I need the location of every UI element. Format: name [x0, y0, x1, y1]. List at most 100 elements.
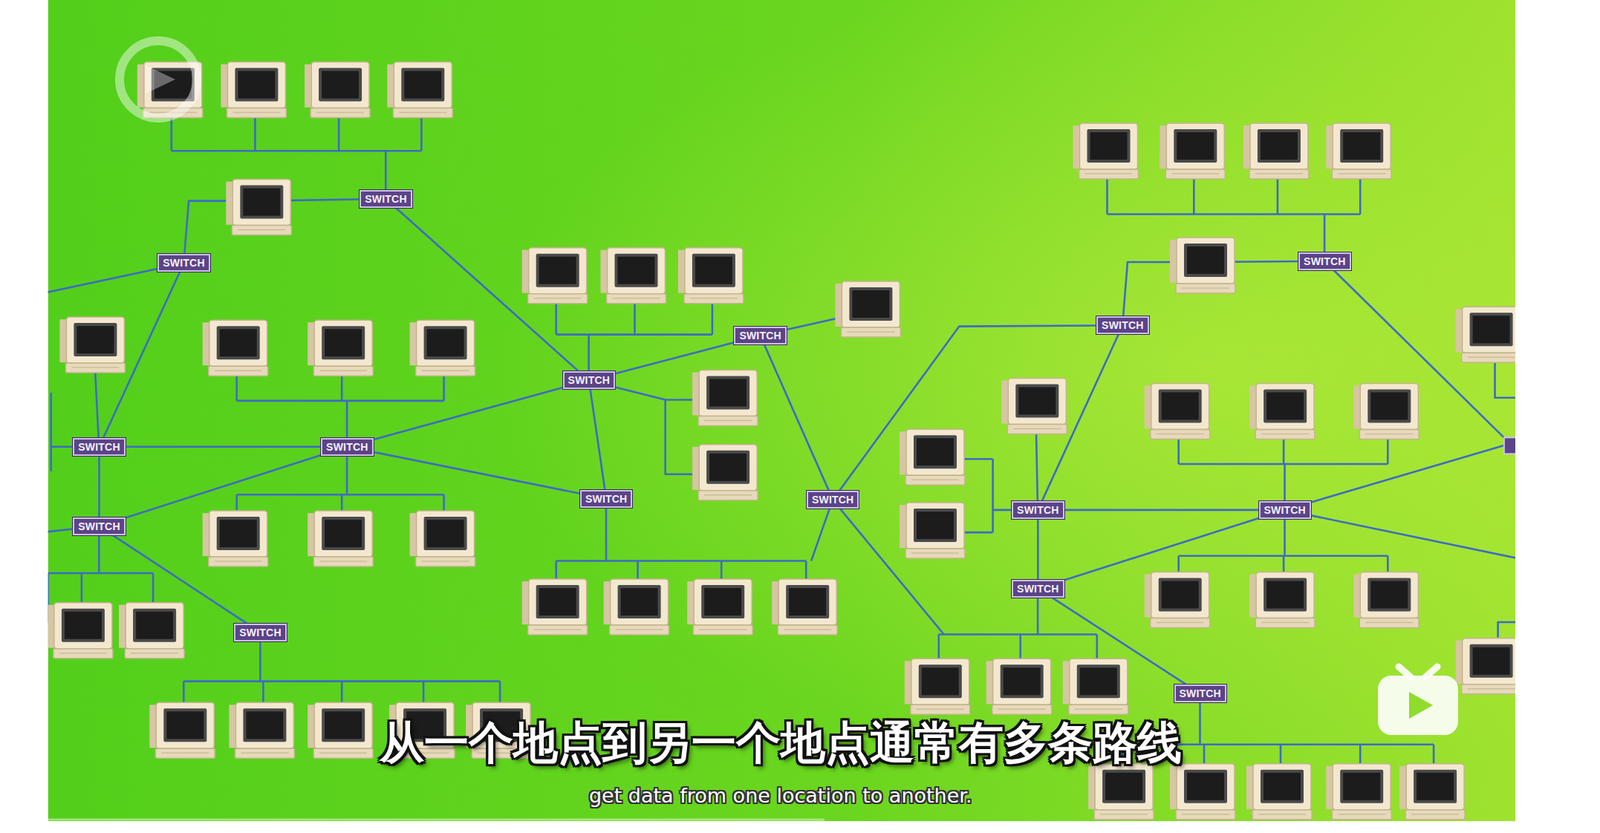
switch-link — [125, 455, 321, 519]
computer-icon — [225, 179, 292, 236]
computer-icon — [1325, 123, 1392, 180]
subtitle-text: 从一个地点到另一个地点通常有多条路线 — [379, 718, 1182, 768]
computer-icon — [1399, 764, 1465, 821]
switch-label: SWITCH — [1016, 504, 1059, 517]
computer-icon — [986, 658, 1052, 715]
logo-watermark — [145, 65, 176, 94]
progress-bar — [48, 819, 825, 822]
switch-label: SWITCH — [77, 520, 120, 533]
network-wire — [1285, 444, 1511, 511]
computer-icon — [1169, 237, 1236, 294]
switch-link — [764, 344, 829, 491]
computer-icon — [600, 248, 667, 304]
switch-label: SWITCH — [1179, 687, 1222, 700]
network-wire — [236, 493, 445, 497]
computer-icon — [1088, 764, 1154, 821]
network-wire — [556, 560, 806, 563]
computer-icon — [834, 281, 901, 338]
computer-icon — [1249, 572, 1315, 629]
computer-icon — [1455, 638, 1516, 695]
computer-icon — [1073, 123, 1139, 180]
switch-box: SWITCH — [1259, 501, 1312, 520]
switch-link — [373, 387, 564, 440]
computer-icon — [149, 702, 215, 759]
switch-link — [103, 272, 180, 439]
computer-icon — [387, 62, 453, 119]
network-wire — [171, 150, 422, 153]
switch-label: SWITCH — [326, 441, 368, 454]
computer-icon — [202, 511, 269, 567]
switch-label: SWITCH — [162, 257, 205, 269]
switch-label: SWITCH — [811, 493, 854, 506]
switch-link — [1051, 597, 1187, 685]
computer-icon — [1001, 378, 1067, 435]
switch-link — [1064, 509, 1260, 512]
switch-label: SWITCH — [1303, 255, 1346, 268]
switch-label: SWITCH — [239, 626, 281, 639]
network-wire — [938, 633, 1098, 636]
background-glow — [48, 0, 1516, 822]
switch-label: SWITCH — [585, 493, 627, 506]
computer-icon — [1455, 306, 1516, 363]
switch-box: SWITCH — [1096, 316, 1149, 335]
switch-box: SWITCH — [563, 371, 616, 390]
computer-icon — [899, 429, 965, 486]
switch-link — [615, 342, 734, 374]
computer-icon — [899, 502, 965, 559]
switch-link — [395, 207, 579, 372]
network-wire — [1107, 213, 1361, 216]
switch-box: SWITCH — [733, 326, 786, 345]
computer-icon — [48, 603, 113, 659]
switch-box: SWITCH — [1011, 501, 1064, 520]
switch-label: SWITCH — [568, 374, 610, 387]
computer-icon — [304, 62, 370, 119]
network-wire — [1498, 622, 1516, 639]
computer-icon — [678, 248, 744, 304]
switch-label: SWITCH — [1264, 504, 1306, 517]
computer-icon — [1144, 383, 1211, 439]
switch-link — [125, 445, 321, 448]
network-wire — [991, 459, 994, 533]
switch-label: SWITCH — [739, 329, 781, 342]
green-background — [48, 0, 1516, 822]
computer-icon — [1325, 764, 1392, 821]
network-wire — [1285, 510, 1517, 560]
computer-icon — [228, 702, 295, 759]
switch-link — [590, 389, 606, 491]
computer-icon — [1353, 383, 1419, 439]
computer-icon — [692, 370, 758, 427]
network-wire — [236, 400, 445, 403]
network-wire — [48, 572, 82, 575]
network-wire — [605, 499, 608, 562]
network-wire — [811, 499, 833, 561]
switch-box-cut — [1504, 437, 1516, 454]
computer-icon — [202, 320, 269, 376]
computer-icon — [603, 579, 670, 636]
switch-box: SWITCH — [233, 623, 286, 642]
switch-box: SWITCH — [72, 517, 125, 536]
network-wire — [81, 572, 154, 575]
computer-icon — [118, 603, 185, 659]
switch-box: SWITCH — [72, 438, 125, 457]
computer-icon — [1144, 572, 1211, 629]
computer-icon — [1246, 764, 1312, 821]
computer-icon — [687, 579, 753, 636]
computer-icon — [1062, 658, 1129, 715]
subtitle-text: get data from one location to another. — [589, 785, 973, 808]
computer-icon — [307, 511, 373, 567]
switch-label: SWITCH — [1016, 583, 1059, 595]
computer-icon — [1169, 764, 1236, 821]
computer-icon — [904, 658, 971, 715]
computer-icon — [522, 248, 588, 304]
computer-icon — [1243, 123, 1309, 180]
switch-label: SWITCH — [1101, 319, 1144, 332]
switch-link — [373, 452, 581, 494]
switch-box: SWITCH — [359, 190, 412, 208]
switch-box: SWITCH — [320, 438, 373, 457]
bilibili-watermark — [1377, 667, 1459, 736]
computer-icon — [692, 444, 758, 501]
switch-label: SWITCH — [77, 441, 120, 454]
